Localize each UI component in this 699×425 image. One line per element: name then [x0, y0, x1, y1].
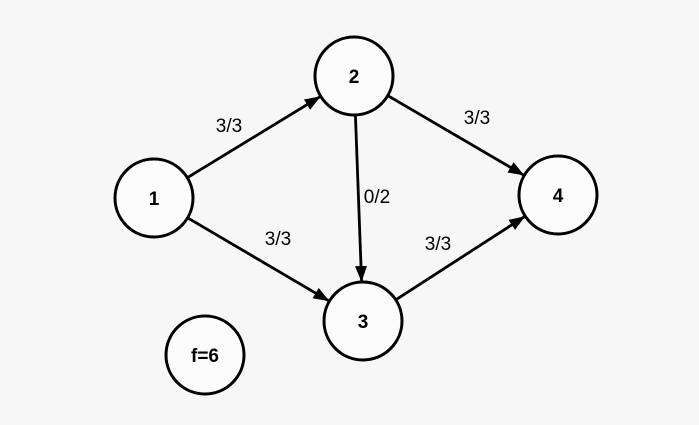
edge-2-4: [386, 94, 526, 177]
edge-label-3-4: 3/3: [425, 234, 451, 255]
node-2-label: 2: [349, 67, 360, 88]
edge-labels-layer: 3/3 3/3 3/3 0/2 3/3: [216, 108, 490, 255]
node-2-circle: [313, 35, 395, 117]
node-3-circle: [322, 280, 404, 362]
edge-3-4: [395, 215, 526, 301]
edge-label-2-4: 3/3: [464, 108, 490, 129]
node-3-label: 3: [358, 312, 369, 333]
edge-2-3: [354, 114, 368, 283]
node-1-label: 1: [149, 189, 160, 210]
edges-layer: [186, 94, 526, 303]
node-2: 2: [313, 35, 395, 117]
edge-label-1-2: 3/3: [216, 116, 242, 137]
node-4-label: 4: [553, 186, 564, 207]
node-1: 1: [113, 157, 195, 239]
node-4-circle: [517, 154, 599, 236]
total-flow-label: f=6: [191, 346, 219, 367]
total-flow-circle: [164, 314, 246, 396]
edge-label-1-3: 3/3: [265, 229, 291, 250]
edge-1-2: [186, 95, 322, 179]
node-4: 4: [517, 154, 599, 236]
node-3: 3: [322, 280, 404, 362]
edge-1-3: [186, 216, 331, 303]
total-flow-indicator: f=6: [164, 314, 246, 396]
edge-label-2-3: 0/2: [364, 187, 390, 208]
node-1-circle: [113, 157, 195, 239]
